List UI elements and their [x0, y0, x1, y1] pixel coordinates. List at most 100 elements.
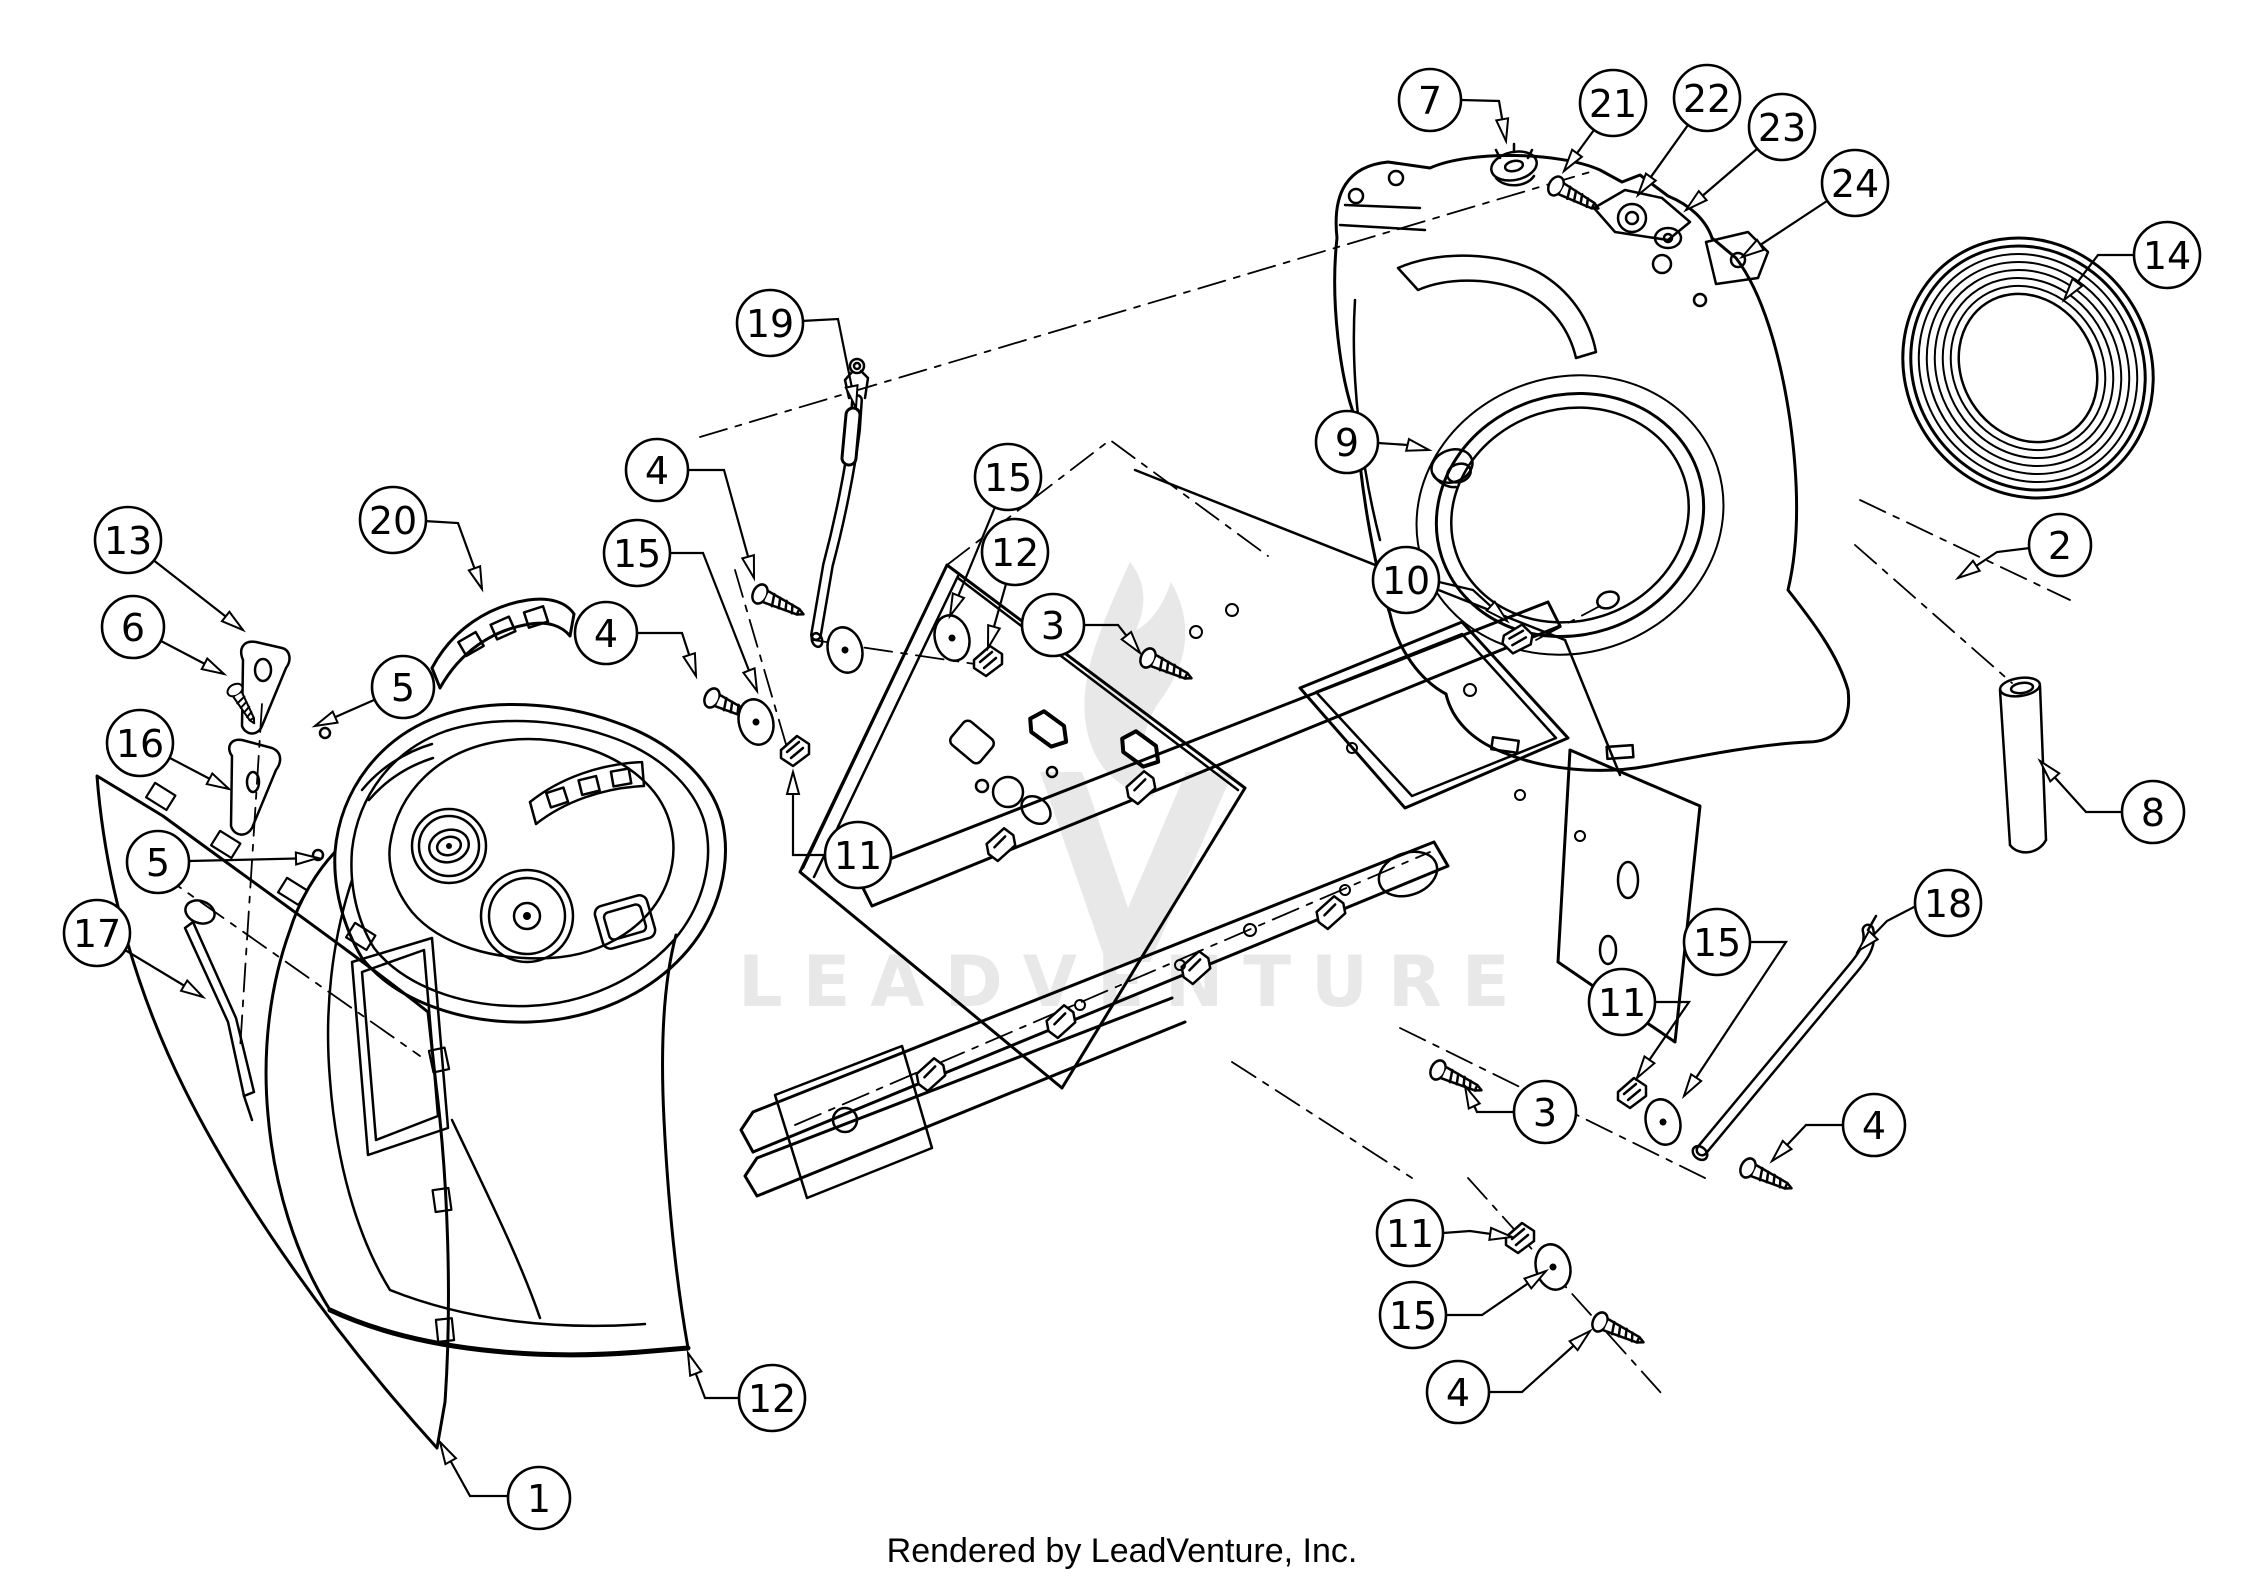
callout-bubble [2120, 779, 2186, 845]
leader-line [438, 1438, 509, 1498]
sleeve-tube [1998, 676, 2048, 854]
callout-bubble [370, 654, 436, 720]
artwork [95, 142, 2155, 1450]
callout-number: 5 [146, 841, 170, 885]
callout-number: 15 [1389, 1294, 1437, 1338]
callout-number: 2 [2048, 524, 2072, 568]
callout-bubble [1378, 1280, 1448, 1350]
callout-12: 12 [980, 517, 1050, 652]
callout-bubble [1820, 148, 1890, 218]
leader-line [785, 768, 825, 857]
leader-line [160, 640, 228, 676]
callout-number: 12 [991, 531, 1039, 575]
leader-line [188, 851, 322, 866]
callout-19: 19 [735, 288, 859, 412]
leader-line [670, 551, 759, 695]
callout-number: 11 [1386, 1212, 1434, 1256]
callout-bubble [624, 437, 690, 503]
callout-bubble [2132, 220, 2202, 290]
callout-number: 19 [746, 302, 794, 346]
callout-number: 18 [1924, 882, 1972, 926]
callout-bubble [573, 600, 639, 666]
hinge-hardware [1543, 172, 1770, 286]
leader-line [1463, 1082, 1513, 1114]
callout-15: 15 [602, 518, 759, 695]
upper-slot [1396, 254, 1598, 360]
callout-21: 21 [1561, 68, 1648, 175]
leader-line [1855, 905, 1917, 954]
callout-11: 11 [1375, 1198, 1516, 1268]
watermark: LEADVENTURE [738, 562, 1510, 1023]
callout-number: 11 [1598, 981, 1646, 1025]
callout-number: 14 [2143, 234, 2191, 278]
leader-line [1460, 98, 1510, 145]
callout-number: 21 [1589, 82, 1637, 126]
leader-line [311, 698, 375, 728]
callout-15: 15 [1378, 1268, 1550, 1350]
callout-15: 15 [948, 442, 1043, 620]
callout-1: 1 [438, 1438, 572, 1531]
callout-18: 18 [1855, 868, 1983, 954]
callout-bubble [1020, 592, 1086, 658]
callout-number: 3 [1533, 1091, 1557, 1135]
callout-number: 10 [1382, 559, 1430, 603]
bracket-16 [228, 738, 282, 836]
callout-bubble [62, 898, 132, 968]
hinge-pin-upper [318, 726, 332, 740]
callout-7: 7 [1397, 67, 1510, 145]
callout-number: 15 [613, 532, 661, 576]
leader-line [2061, 253, 2134, 304]
callout-10: 10 [1371, 545, 1510, 624]
callout-number: 1 [527, 1477, 551, 1521]
footer-text: Rendered by LeadVenture, Inc. [887, 1532, 1358, 1570]
callout-22: 22 [1635, 63, 1742, 199]
callout-bubble [100, 594, 166, 660]
callout-number: 8 [2141, 791, 2165, 835]
leader-line [2037, 758, 2122, 814]
callout-15: 15 [1681, 907, 1789, 1100]
leader-line [1561, 129, 1595, 175]
callout-bubble [1578, 68, 1648, 138]
fuel-cap [1490, 142, 1538, 187]
callout-3: 3 [1020, 592, 1143, 658]
strip-seat [360, 742, 435, 802]
leader-line [1634, 1000, 1692, 1082]
leader-line [1769, 1123, 1843, 1164]
callout-4: 4 [624, 437, 756, 582]
callout-17: 17 [62, 898, 207, 999]
callout-bubble [823, 820, 893, 890]
callout-number: 16 [116, 722, 164, 766]
callout-number: 22 [1683, 77, 1731, 121]
callout-12: 12 [686, 1349, 807, 1433]
leader-line [1681, 940, 1789, 1100]
callout-20: 20 [358, 485, 484, 593]
console-button [593, 894, 657, 950]
callout-bubble [125, 829, 191, 895]
callout-bubble [973, 442, 1043, 512]
leader-line [151, 558, 246, 633]
leader-line [1635, 124, 1689, 199]
callout-6: 6 [100, 594, 228, 676]
callout-14: 14 [2061, 220, 2202, 304]
callout-number: 24 [1831, 162, 1879, 206]
callout-number: 17 [73, 912, 121, 956]
callout-bubble [1672, 63, 1742, 133]
lift-rod-19 [810, 357, 870, 649]
callout-bubble [1425, 1359, 1491, 1425]
callout-number: 4 [645, 449, 669, 493]
callout-8: 8 [2037, 758, 2186, 845]
leader-line [686, 1349, 739, 1400]
callout-4: 4 [1769, 1092, 1907, 1164]
callout-bubble [93, 505, 163, 575]
callout-number: 4 [1862, 1104, 1886, 1148]
skirt-opening [350, 936, 450, 1157]
watermark-flame-icon [1084, 562, 1186, 797]
callout-bubble [980, 517, 1050, 587]
rear-fender-panel [1333, 142, 1851, 772]
callout-3: 3 [1463, 1079, 1578, 1145]
callout-number: 7 [1418, 79, 1442, 123]
callout-number: 4 [1446, 1371, 1470, 1415]
callout-5: 5 [125, 829, 322, 895]
